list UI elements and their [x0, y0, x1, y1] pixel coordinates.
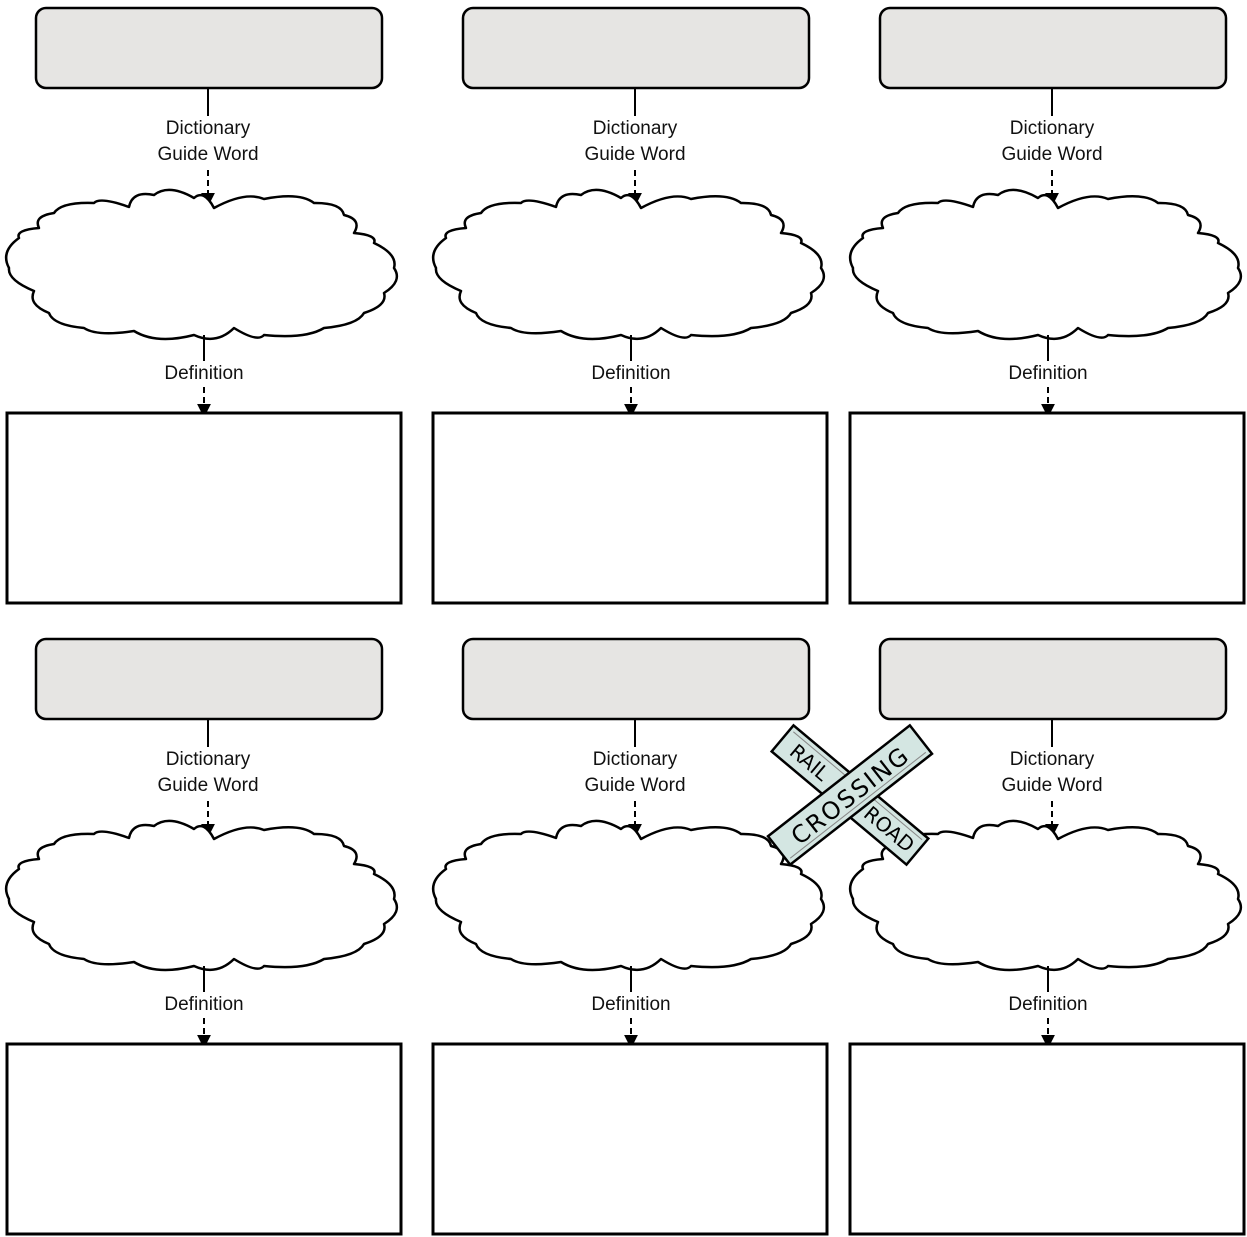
definition-box[interactable]	[850, 413, 1244, 603]
definition-label: Definition	[571, 992, 691, 1018]
guide-word-label-line2: Guide Word	[982, 773, 1122, 799]
guide-word-cloud[interactable]	[433, 821, 824, 970]
definition-box[interactable]	[7, 1044, 401, 1234]
guide-word-unit	[850, 8, 1244, 603]
guide-word-label-line1: Dictionary	[565, 747, 705, 773]
guide-word-label-line1: Dictionary	[138, 747, 278, 773]
definition-box[interactable]	[850, 1044, 1244, 1234]
guide-word-cloud[interactable]	[6, 190, 397, 339]
guide-word-label-line2: Guide Word	[138, 142, 278, 168]
word-box[interactable]	[36, 8, 382, 88]
definition-label: Definition	[988, 992, 1108, 1018]
definition-box[interactable]	[433, 413, 827, 603]
guide-word-cloud[interactable]	[850, 190, 1241, 339]
guide-word-label-line2: Guide Word	[138, 773, 278, 799]
guide-word-label-line2: Guide Word	[565, 773, 705, 799]
guide-word-label-line1: Dictionary	[565, 116, 705, 142]
word-box[interactable]	[463, 8, 809, 88]
word-box[interactable]	[36, 639, 382, 719]
guide-word-unit	[6, 8, 401, 603]
guide-word-label-line1: Dictionary	[982, 116, 1122, 142]
definition-label: Definition	[144, 361, 264, 387]
guide-word-unit	[6, 639, 401, 1234]
definition-label: Definition	[144, 992, 264, 1018]
definition-box[interactable]	[7, 413, 401, 603]
definition-label: Definition	[571, 361, 691, 387]
definition-label: Definition	[988, 361, 1108, 387]
word-box[interactable]	[880, 8, 1226, 88]
guide-word-cloud[interactable]	[433, 190, 824, 339]
guide-word-label-line2: Guide Word	[982, 142, 1122, 168]
guide-word-label-line2: Guide Word	[565, 142, 705, 168]
word-box[interactable]	[463, 639, 809, 719]
guide-word-unit	[433, 639, 827, 1234]
guide-word-unit	[433, 8, 827, 603]
guide-word-cloud[interactable]	[6, 821, 397, 970]
guide-word-label-line1: Dictionary	[138, 116, 278, 142]
definition-box[interactable]	[433, 1044, 827, 1234]
guide-word-label-line1: Dictionary	[982, 747, 1122, 773]
word-box[interactable]	[880, 639, 1226, 719]
